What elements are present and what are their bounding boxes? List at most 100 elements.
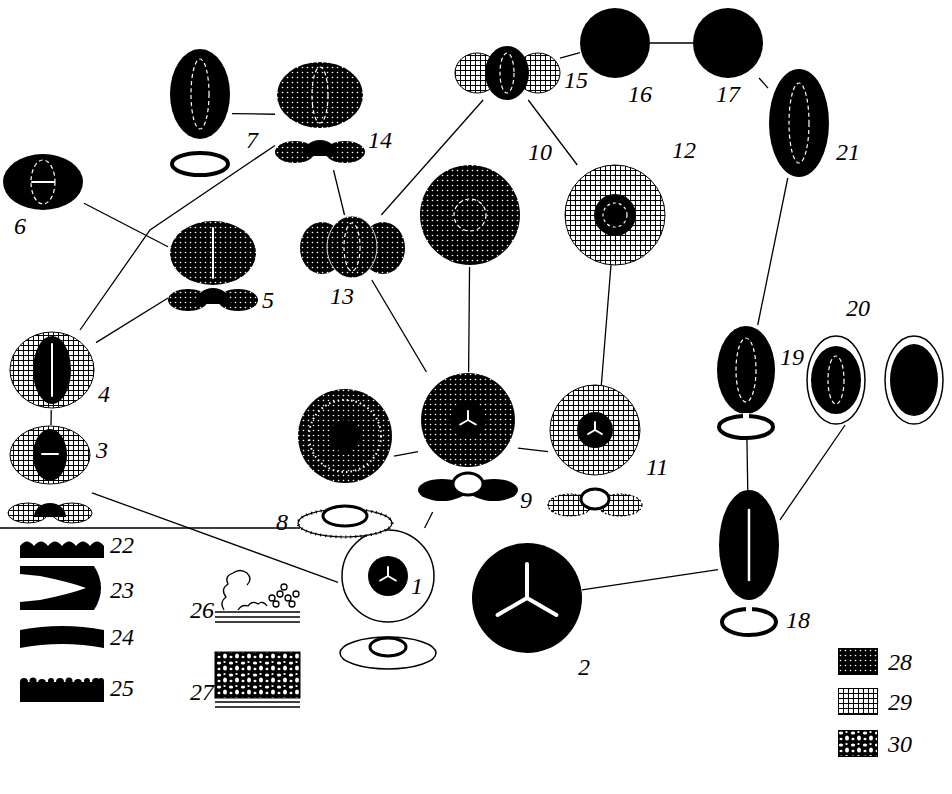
phylogeny-line <box>759 78 768 88</box>
callout-number: 16 <box>628 82 652 106</box>
phylogeny-line <box>232 113 275 115</box>
callout-number: 14 <box>368 128 392 152</box>
pollen-grain: 8 <box>296 388 394 543</box>
pollen-grain: 17 <box>693 8 763 78</box>
grain-drawing <box>472 543 582 653</box>
wall-structure-drawing <box>215 652 300 707</box>
pollen-grain: 13 <box>300 215 405 280</box>
callout-number: 4 <box>98 382 110 406</box>
callout-number: 24 <box>110 625 134 649</box>
callout-number: 25 <box>110 676 134 700</box>
callout-number: 12 <box>672 138 696 162</box>
callout-number: 27 <box>190 680 214 704</box>
phylogeny-line <box>560 53 580 58</box>
callout-number: 20 <box>846 296 870 320</box>
legend-label: 28 <box>888 650 912 674</box>
pollen-grain: 16 <box>580 8 650 78</box>
panel-rule <box>0 527 300 529</box>
pollen-grain: 3 <box>8 425 92 530</box>
callout-number: 8 <box>276 510 288 534</box>
callout-number: 7 <box>246 128 258 152</box>
grain-drawing <box>580 8 650 78</box>
pollen-grain: 20 <box>806 335 946 425</box>
grain-drawing <box>420 163 520 267</box>
phylogeny-line <box>80 145 275 330</box>
phylogeny-line <box>394 452 418 457</box>
phylogeny-line <box>582 570 718 590</box>
legend-swatch <box>838 648 878 675</box>
wall-structure-drawing <box>20 542 104 559</box>
callout-number: 18 <box>786 608 810 632</box>
phylogeny-line <box>92 493 338 583</box>
wall-structure-drawing <box>20 574 86 602</box>
callout-number: 11 <box>646 455 668 479</box>
pollen-grain: 5 <box>168 220 258 320</box>
phylogeny-line <box>528 100 577 165</box>
phylogeny-line <box>333 170 344 215</box>
grain-drawing <box>718 490 780 640</box>
callout-number: 3 <box>96 438 108 462</box>
grain-drawing <box>8 425 92 530</box>
grain-drawing <box>418 372 518 512</box>
phylogeny-line <box>468 267 470 372</box>
pollen-grain: 7 <box>168 48 232 178</box>
callout-number: 19 <box>780 345 804 369</box>
phylogeny-line <box>758 178 788 325</box>
grain-drawing <box>168 220 258 320</box>
pollen-grain: 4 <box>8 330 96 410</box>
wall-structure-drawing <box>20 566 101 610</box>
callout-number: 22 <box>110 533 134 557</box>
callout-number: 21 <box>836 140 860 164</box>
wall-structure-drawing <box>215 571 300 623</box>
grain-drawing <box>768 68 830 178</box>
grain-drawing <box>8 330 96 410</box>
phylogeny-line <box>650 42 693 43</box>
grain-drawing <box>275 60 365 170</box>
phylogeny-line <box>372 280 427 372</box>
pollen-grain: 10 <box>420 163 520 267</box>
pollen-grain: 1 <box>338 528 438 673</box>
callout-number: 1 <box>411 574 423 598</box>
grain-drawing <box>168 48 232 178</box>
pollen-grain: 21 <box>768 68 830 178</box>
pollen-grain: 6 <box>2 152 84 212</box>
grain-drawing <box>565 165 665 265</box>
callout-number: 10 <box>528 140 552 164</box>
callout-number: 17 <box>716 82 740 106</box>
phylogeny-line <box>96 298 168 343</box>
callout-number: 13 <box>330 284 354 308</box>
pollen-grain: 18 <box>718 490 780 640</box>
phylogeny-line <box>746 440 748 490</box>
pollen-grain: 11 <box>548 385 643 530</box>
grain-drawing <box>548 385 643 530</box>
callout-number: 9 <box>520 488 532 512</box>
grain-drawing <box>296 388 394 543</box>
callout-number: 26 <box>190 598 214 622</box>
legend-swatch <box>838 688 878 715</box>
grain-drawing <box>2 152 84 212</box>
phylogeny-line <box>518 448 548 452</box>
legend-swatch <box>838 730 878 757</box>
phylogeny-line <box>425 512 433 528</box>
pollen-grain: 12 <box>565 165 665 265</box>
grain-drawing <box>693 8 763 78</box>
legend-label: 30 <box>888 732 912 756</box>
pollen-grain: 9 <box>418 372 518 512</box>
pollen-grain: 15 <box>455 45 560 100</box>
phylogeny-line <box>84 203 168 246</box>
grain-drawing <box>716 325 776 440</box>
pollen-grain: 19 <box>716 325 776 440</box>
wall-structure-drawing <box>20 678 104 703</box>
wall-structure-drawing <box>20 626 104 648</box>
callout-number: 6 <box>14 214 26 238</box>
callout-number: 2 <box>578 655 590 679</box>
pollen-grain: 14 <box>275 60 365 170</box>
callout-number: 23 <box>110 578 134 602</box>
grain-drawing <box>300 215 405 280</box>
legend-label: 29 <box>888 690 912 714</box>
grain-drawing <box>338 528 438 673</box>
callout-number: 5 <box>262 288 274 312</box>
phylogeny-line <box>50 410 52 425</box>
phylogeny-line <box>601 265 611 385</box>
callout-number: 15 <box>564 68 588 92</box>
